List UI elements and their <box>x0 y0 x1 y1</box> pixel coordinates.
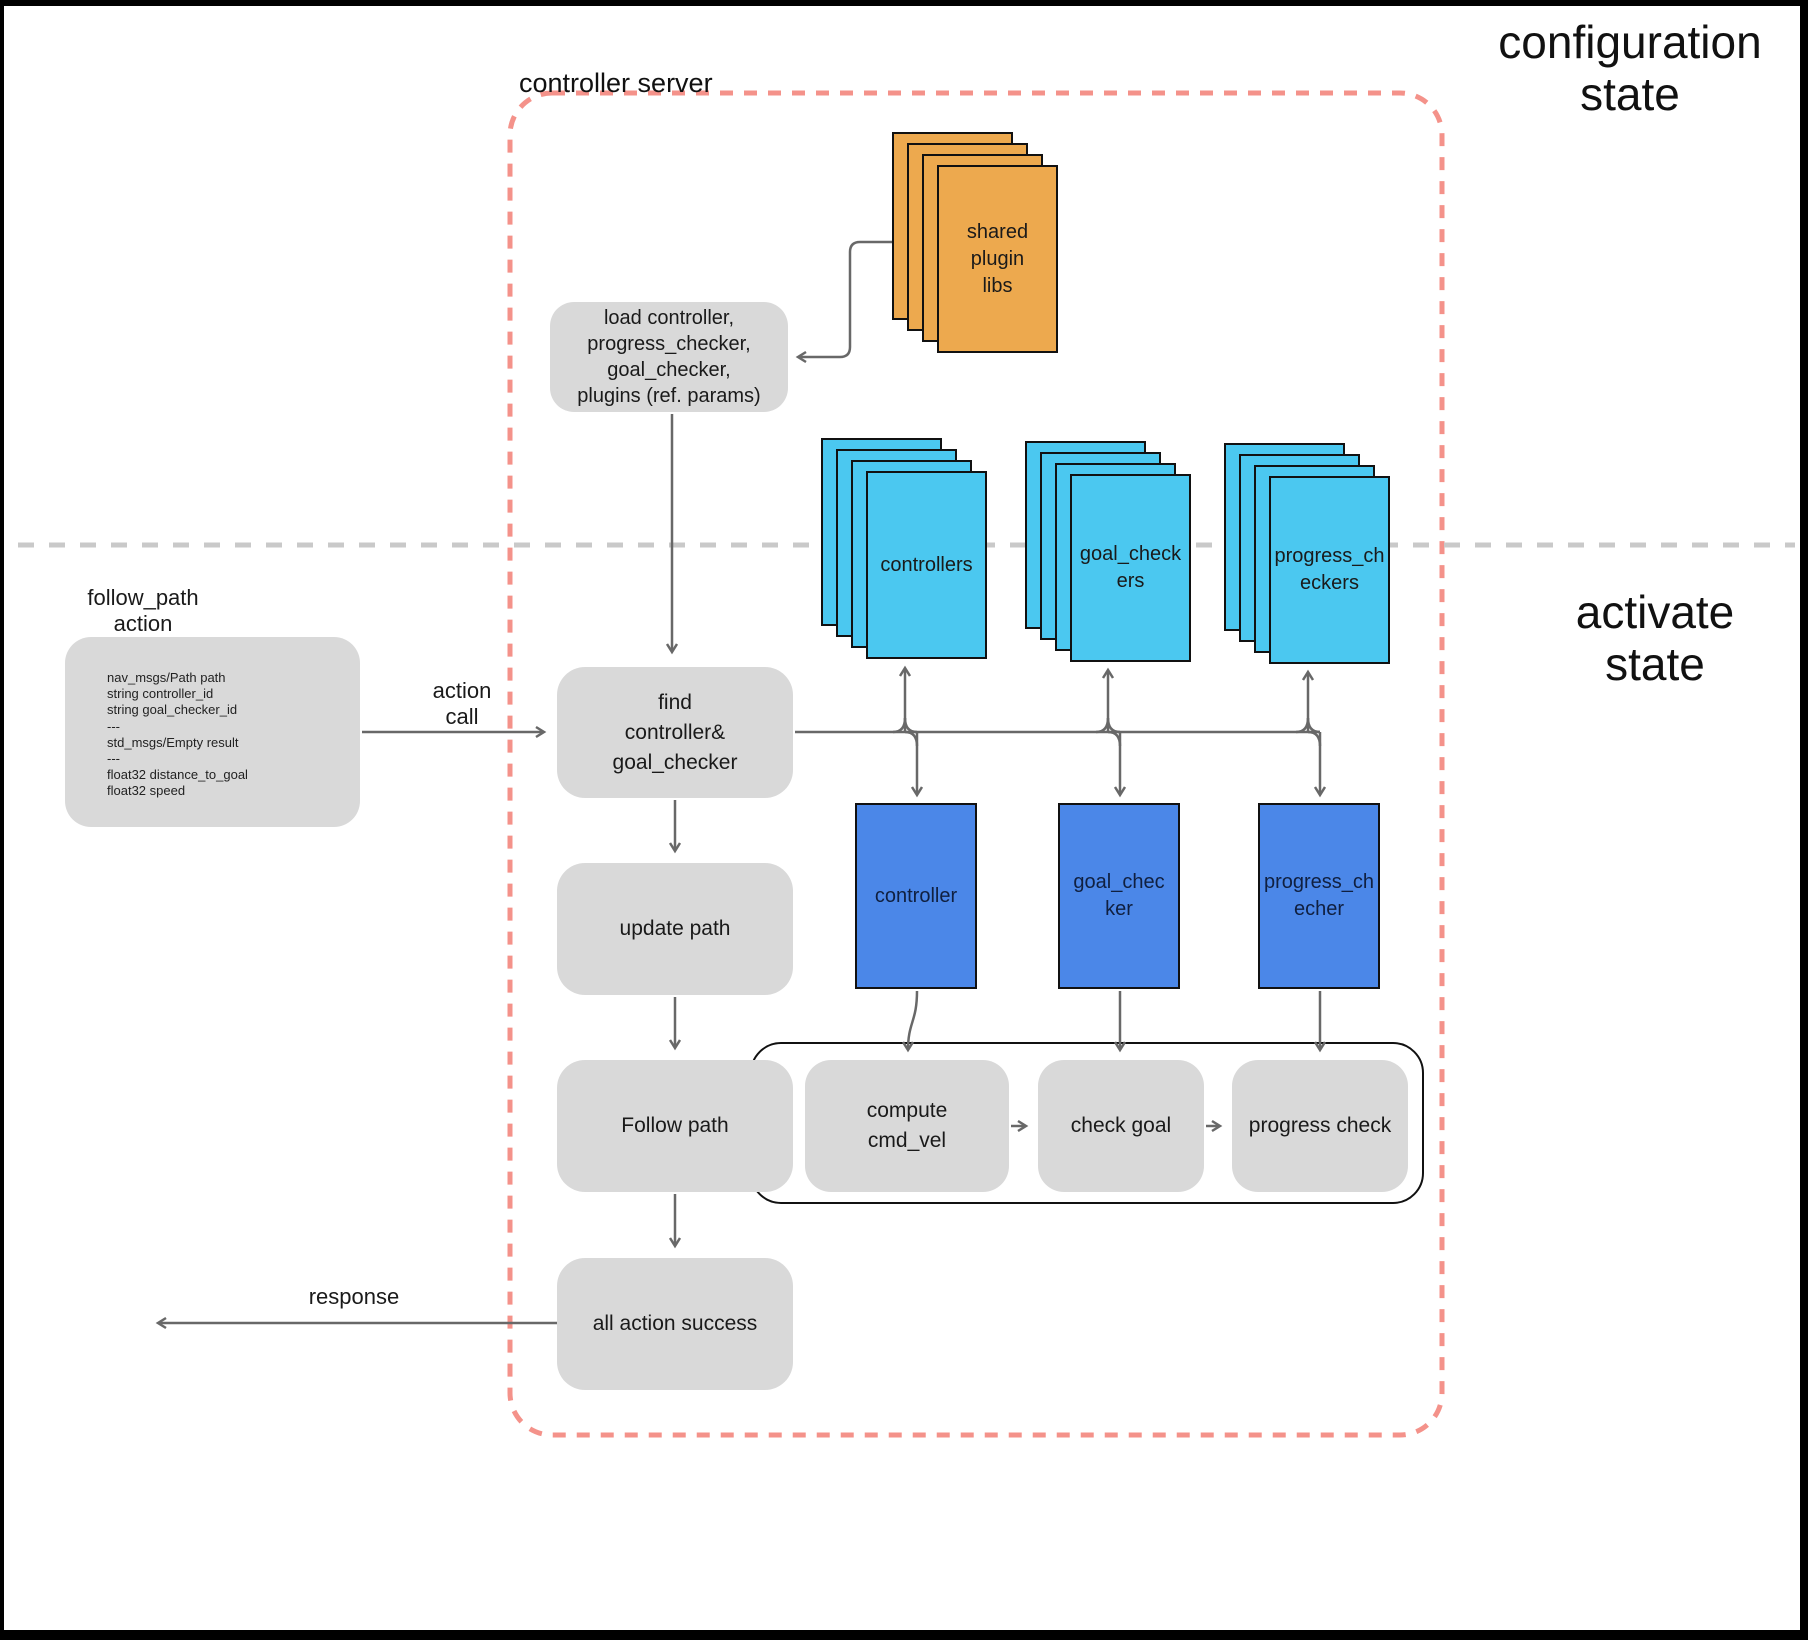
goal-checker-instance-box: goal_chec ker <box>1058 803 1180 989</box>
node-load-plugins: load controller, progress_checker, goal_… <box>550 302 788 412</box>
controller-instance-box: controller <box>855 803 977 989</box>
follow-path-action-definition: nav_msgs/Path path string controller_id … <box>65 637 360 827</box>
frame-edge-bottom <box>0 1630 1808 1640</box>
stack-sheet-front: goal_check ers <box>1070 474 1191 662</box>
frame-edge-left <box>0 0 4 1640</box>
stack-sheet-front: shared plugin libs <box>937 165 1058 353</box>
response-label: response <box>308 1284 400 1309</box>
activate-state-label: activate state <box>1575 586 1735 691</box>
node-follow-path: Follow path <box>557 1060 793 1192</box>
node-compute-cmd-vel: compute cmd_vel <box>805 1060 1009 1192</box>
node-all-action-success: all action success <box>557 1258 793 1390</box>
node-update-path: update path <box>557 863 793 995</box>
stack-sheet-front: progress_ch eckers <box>1269 476 1390 664</box>
controller-server-boundary <box>507 90 1445 1438</box>
node-check-goal: check goal <box>1038 1060 1204 1192</box>
frame-edge-right <box>1800 0 1808 1640</box>
follow-path-action-title: follow_path action <box>87 585 199 636</box>
progress-checker-instance-box: progress_ch echer <box>1258 803 1380 989</box>
node-find-controller-goal-checker: find controller& goal_checker <box>557 667 793 798</box>
node-progress-check: progress check <box>1232 1060 1408 1192</box>
frame-edge-top <box>0 0 1808 6</box>
action-definition-text: nav_msgs/Path path string controller_id … <box>107 670 248 799</box>
configuration-state-label: configuration state <box>1498 16 1762 121</box>
stack-sheet-front: controllers <box>866 471 987 659</box>
action-call-label: action call <box>432 678 492 729</box>
controller-server-label: controller server <box>519 68 713 98</box>
